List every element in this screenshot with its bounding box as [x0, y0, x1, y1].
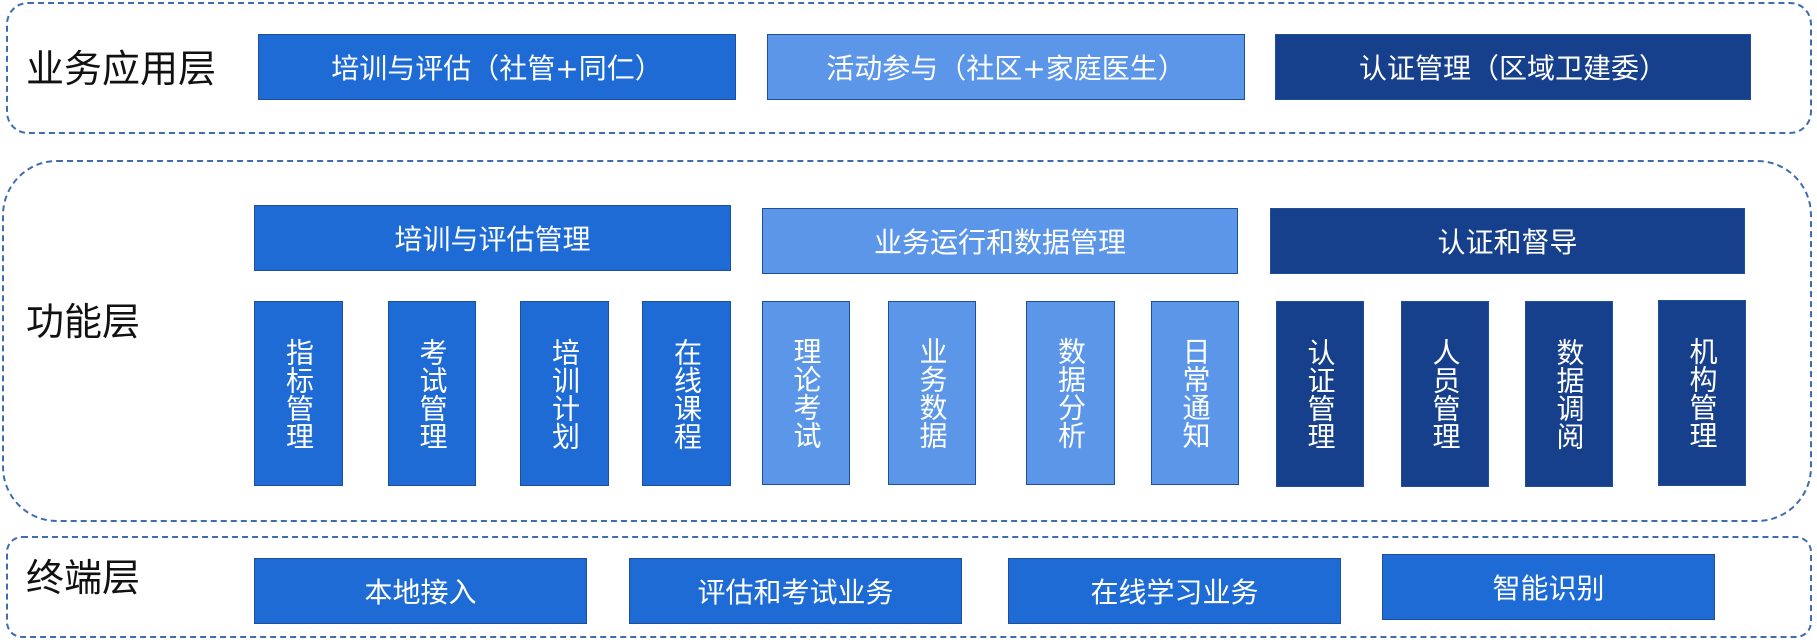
function-item-daily-notice: 日常通知 [1151, 301, 1239, 485]
function-item-online-course: 在线课程 [642, 301, 731, 486]
app-item-activity: 活动参与（社区+家庭医生） [767, 34, 1245, 100]
function-group-certification-title: 认证和督导 [1270, 208, 1745, 274]
terminal-layer [6, 536, 1812, 638]
function-item-exam-management: 考试管理 [388, 301, 476, 486]
function-item-indicator-management: 指标管理 [254, 301, 343, 486]
function-group-operation-title: 业务运行和数据管理 [762, 208, 1238, 274]
terminal-item-smart-recognition: 智能识别 [1382, 554, 1715, 620]
terminal-layer-label: 终端层 [26, 556, 141, 600]
function-layer [2, 160, 1812, 522]
function-item-data-review: 数据调阅 [1525, 301, 1613, 487]
function-layer-label: 功能层 [26, 300, 141, 344]
function-item-certification-management: 认证管理 [1276, 301, 1364, 487]
function-item-data-analysis: 数据分析 [1026, 301, 1115, 485]
app-item-training: 培训与评估（社管+同仁） [258, 34, 736, 100]
app-item-certification: 认证管理（区域卫建委） [1275, 34, 1751, 100]
function-item-personnel-management: 人员管理 [1401, 301, 1489, 487]
terminal-item-evaluation-exam: 评估和考试业务 [629, 558, 962, 624]
function-item-business-data: 业务数据 [888, 301, 976, 485]
function-item-training-plan: 培训计划 [520, 301, 609, 486]
function-group-training-title: 培训与评估管理 [254, 205, 731, 271]
function-item-institution-management: 机构管理 [1658, 300, 1746, 486]
function-item-theory-exam: 理论考试 [762, 301, 850, 485]
terminal-item-online-learning: 在线学习业务 [1008, 558, 1341, 624]
application-layer [6, 2, 1812, 134]
terminal-item-local-access: 本地接入 [254, 558, 587, 624]
application-layer-label: 业务应用层 [26, 47, 217, 91]
